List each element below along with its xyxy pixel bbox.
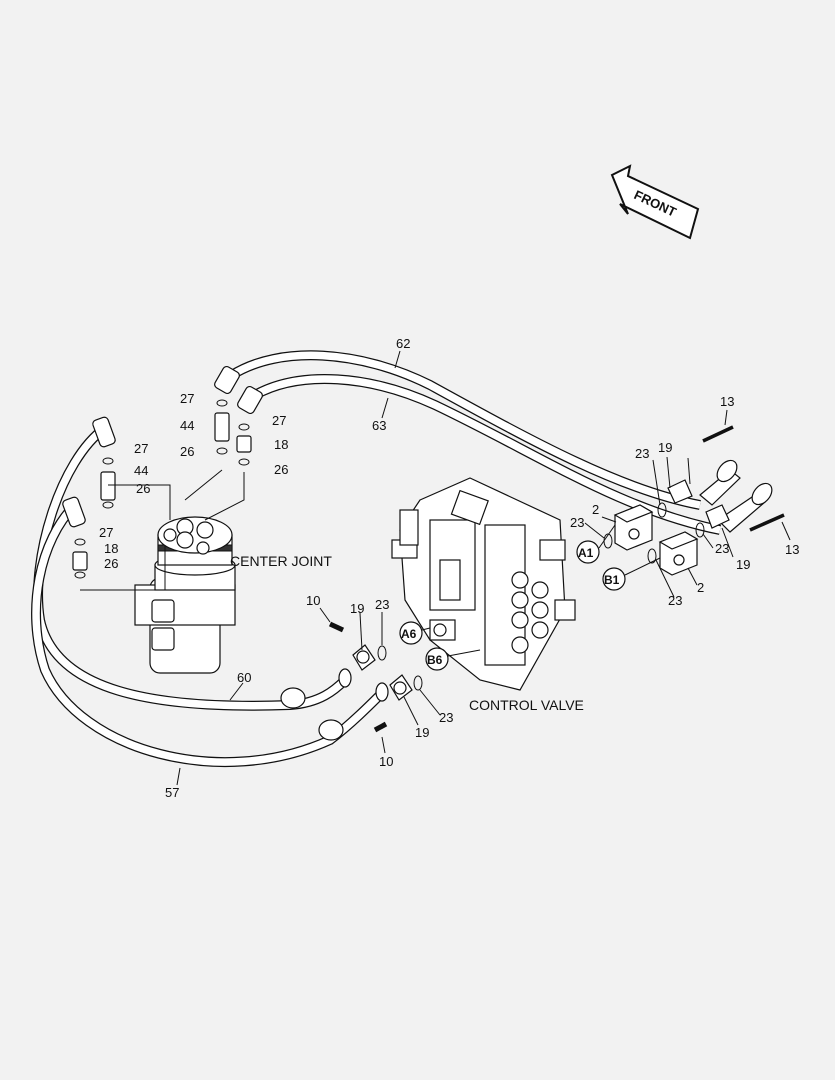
callout-18-left: 18 [104,541,118,556]
port-markers: A1 B1 A6 B6 [399,524,661,671]
callout-10-lower: 10 [379,754,393,769]
callout-44-top: 44 [180,418,194,433]
port-a1: A1 [578,546,594,560]
callout-63: 63 [372,418,386,433]
callout-2-lower: 2 [697,580,704,595]
callout-19-center: 19 [350,601,364,616]
callout-19-bottom: 19 [415,725,429,740]
top-adapters [214,399,252,466]
callout-62: 62 [396,336,410,351]
callout-27-top-left: 27 [180,391,194,406]
port-a6: A6 [401,627,417,641]
callout-23-mid: 23 [570,515,584,530]
port-b6: B6 [427,653,443,667]
control-valve: CONTROL VALVE [391,477,584,713]
callout-27-left-lower: 27 [99,525,113,540]
callout-26-left-lower: 26 [104,556,118,571]
center-joint: CENTER JOINT [134,516,332,674]
callout-23-right: 23 [715,541,729,556]
callout-27-top-right: 27 [272,413,286,428]
front-arrow: FRONT [610,164,700,240]
callout-27-left-upper: 27 [134,441,148,456]
hose-fittings [62,365,773,741]
hose-60 [33,423,349,711]
callout-23-top-right: 23 [635,446,649,461]
hose-62 [229,350,701,510]
callout-23-center: 23 [375,597,389,612]
callout-26-top-left: 26 [180,444,194,459]
callout-19-right: 19 [736,557,750,572]
flange-blocks [613,504,699,576]
callout-60: 60 [237,670,251,685]
callout-13-right: 13 [785,542,799,557]
callout-23-lower-right: 23 [668,593,682,608]
center-joint-label: CENTER JOINT [230,553,332,569]
callout-13-top: 13 [720,394,734,409]
callout-57: 57 [165,785,179,800]
callout-2-upper: 2 [592,502,599,517]
callouts: 62 63 60 57 27 44 26 27 18 26 27 44 26 2… [99,336,799,800]
bolts [328,425,785,733]
callout-18-top: 18 [274,437,288,452]
callout-26-top-right: 26 [274,462,288,477]
left-adapters [72,457,116,579]
port-b1: B1 [604,573,620,587]
callout-19-top-right: 19 [658,440,672,455]
split-flanges [352,479,730,701]
callout-26-left-upper: 26 [136,481,150,496]
leader-lines [80,350,791,786]
callout-44-left: 44 [134,463,148,478]
control-valve-label: CONTROL VALVE [469,697,584,713]
callout-10-upper: 10 [306,593,320,608]
callout-23-bottom: 23 [439,710,453,725]
